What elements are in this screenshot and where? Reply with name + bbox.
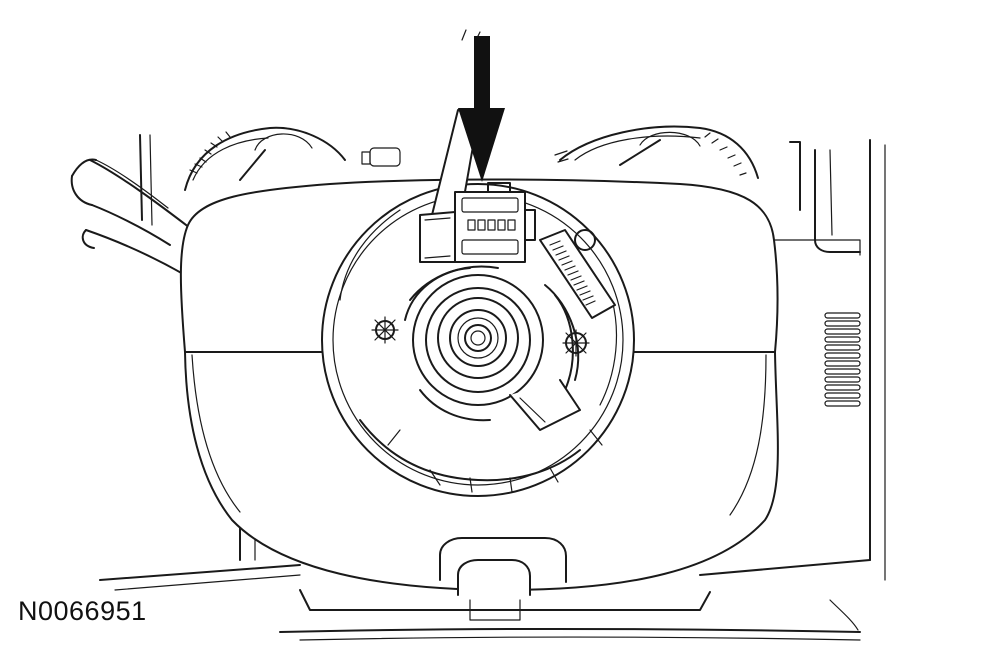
vent-grille [824,312,861,407]
multifunction-lever [70,158,191,276]
indicator-arrow [458,36,505,182]
instrument-cluster [139,125,886,581]
clockspring [321,183,635,497]
clockspring-electrical-connector [419,182,536,263]
lower-trim [99,499,871,641]
figure-id-label: N0066951 [18,596,147,626]
